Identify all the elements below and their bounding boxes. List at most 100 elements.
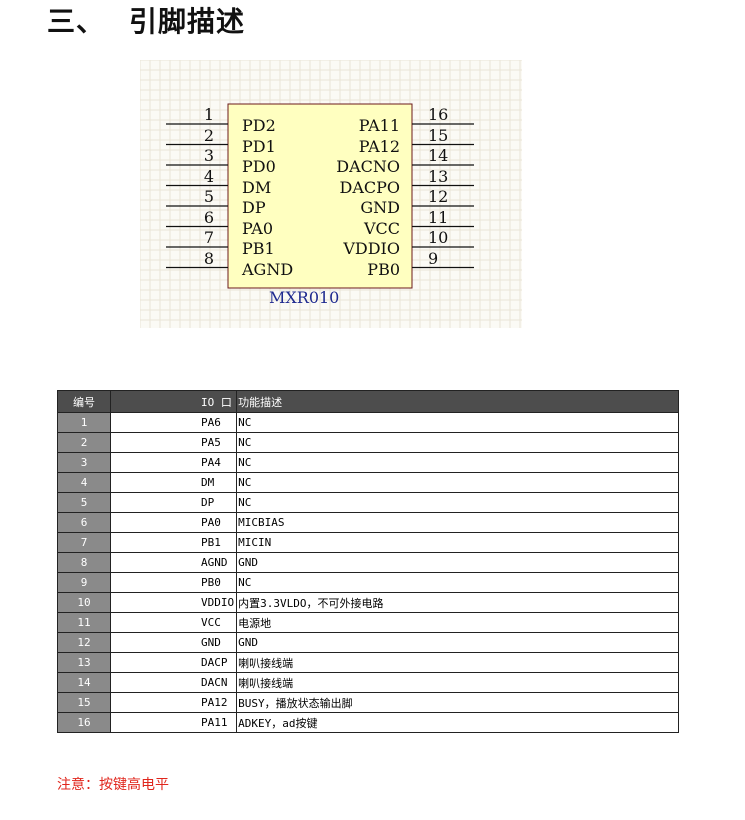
- row-io: PA12: [109, 692, 238, 713]
- row-function: GND: [236, 552, 679, 573]
- pin-label: PD1: [242, 136, 276, 156]
- section-heading: 三、引脚描述: [47, 0, 245, 40]
- pin-label: VCC: [363, 218, 400, 238]
- row-io: DP: [109, 492, 238, 513]
- pin-number: 11: [428, 207, 449, 227]
- row-number: 16: [57, 712, 111, 733]
- pin-label: DACNO: [336, 157, 400, 176]
- row-number: 8: [57, 552, 111, 573]
- row-io: PA6: [109, 412, 238, 433]
- row-number: 10: [57, 592, 111, 613]
- pin-number: 3: [203, 146, 214, 165]
- row-function: 喇叭接线端: [236, 672, 679, 693]
- pin-label: PB1: [242, 239, 275, 258]
- header-io: IO 口: [109, 390, 238, 413]
- row-io: PA4: [109, 452, 238, 473]
- chip-body: [227, 103, 413, 289]
- row-function: 喇叭接线端: [236, 652, 679, 673]
- pin-label: VDDIO: [343, 239, 400, 258]
- row-function: NC: [236, 492, 679, 513]
- pin-label: GND: [360, 198, 400, 217]
- pin-number: 12: [428, 187, 449, 206]
- pin-diagram-drawing: [140, 60, 522, 328]
- row-io: PB0: [109, 572, 238, 593]
- header-number: 编号: [57, 390, 111, 413]
- pin-number: 4: [203, 166, 214, 186]
- row-number: 2: [57, 432, 111, 453]
- row-function: NC: [236, 452, 679, 473]
- row-number: 5: [57, 492, 111, 513]
- pin-number: 15: [428, 125, 449, 145]
- row-number: 14: [57, 672, 111, 693]
- row-number: 4: [57, 472, 111, 493]
- pin-label: PA11: [358, 116, 400, 135]
- row-io: DM: [109, 472, 238, 493]
- row-io: DACN: [109, 672, 238, 693]
- row-function: NC: [236, 432, 679, 453]
- pin-number: 6: [203, 207, 214, 227]
- row-number: 15: [57, 692, 111, 713]
- pin-number: 14: [428, 146, 449, 165]
- section-title: 引脚描述: [129, 5, 246, 38]
- row-function: 电源地: [236, 612, 679, 633]
- chip-name: MXR010: [269, 288, 340, 307]
- row-number: 9: [57, 572, 111, 593]
- row-io: PA5: [109, 432, 238, 453]
- pin-label: DACPO: [339, 177, 400, 197]
- pin-number: 10: [428, 228, 449, 247]
- pin-number: 16: [428, 105, 449, 124]
- row-io: PA0: [109, 512, 238, 533]
- row-io: VCC: [109, 612, 238, 633]
- pin-number: 9: [428, 248, 439, 268]
- pin-label: PA0: [242, 218, 274, 238]
- row-number: 12: [57, 632, 111, 653]
- header-function: 功能描述: [236, 390, 679, 413]
- row-io: PB1: [109, 532, 238, 553]
- row-number: 3: [57, 452, 111, 473]
- row-function: GND: [236, 632, 679, 653]
- row-function: ADKEY，ad按键: [236, 712, 679, 733]
- row-io: AGND: [109, 552, 238, 573]
- pin-label: PD0: [242, 157, 276, 176]
- row-function: BUSY，播放状态输出脚: [236, 692, 679, 713]
- row-number: 6: [57, 512, 111, 533]
- row-number: 13: [57, 652, 111, 673]
- pin-label: PD2: [242, 116, 276, 135]
- row-function: MICIN: [236, 532, 679, 553]
- row-number: 1: [57, 412, 111, 433]
- row-function: 内置3.3VLDO，不可外接电路: [236, 592, 679, 613]
- row-io: PA11: [109, 712, 238, 733]
- row-function: NC: [236, 472, 679, 493]
- row-io: GND: [109, 632, 238, 653]
- row-function: NC: [236, 572, 679, 593]
- pin-label: AGND: [242, 259, 294, 279]
- row-number: 11: [57, 612, 111, 633]
- pin-number: 1: [203, 105, 214, 124]
- pin-number: 2: [203, 125, 214, 145]
- row-io: VDDIO: [109, 592, 238, 613]
- pin-label: PB0: [367, 259, 400, 279]
- section-number: 三、: [47, 5, 106, 38]
- note-text: 注意：按键高电平: [57, 777, 169, 793]
- table-header-row: 编号 IO 口 功能描述: [57, 390, 679, 413]
- pin-number: 5: [203, 187, 214, 206]
- pin-label: DM: [242, 177, 272, 197]
- pin-label: PA12: [358, 136, 400, 156]
